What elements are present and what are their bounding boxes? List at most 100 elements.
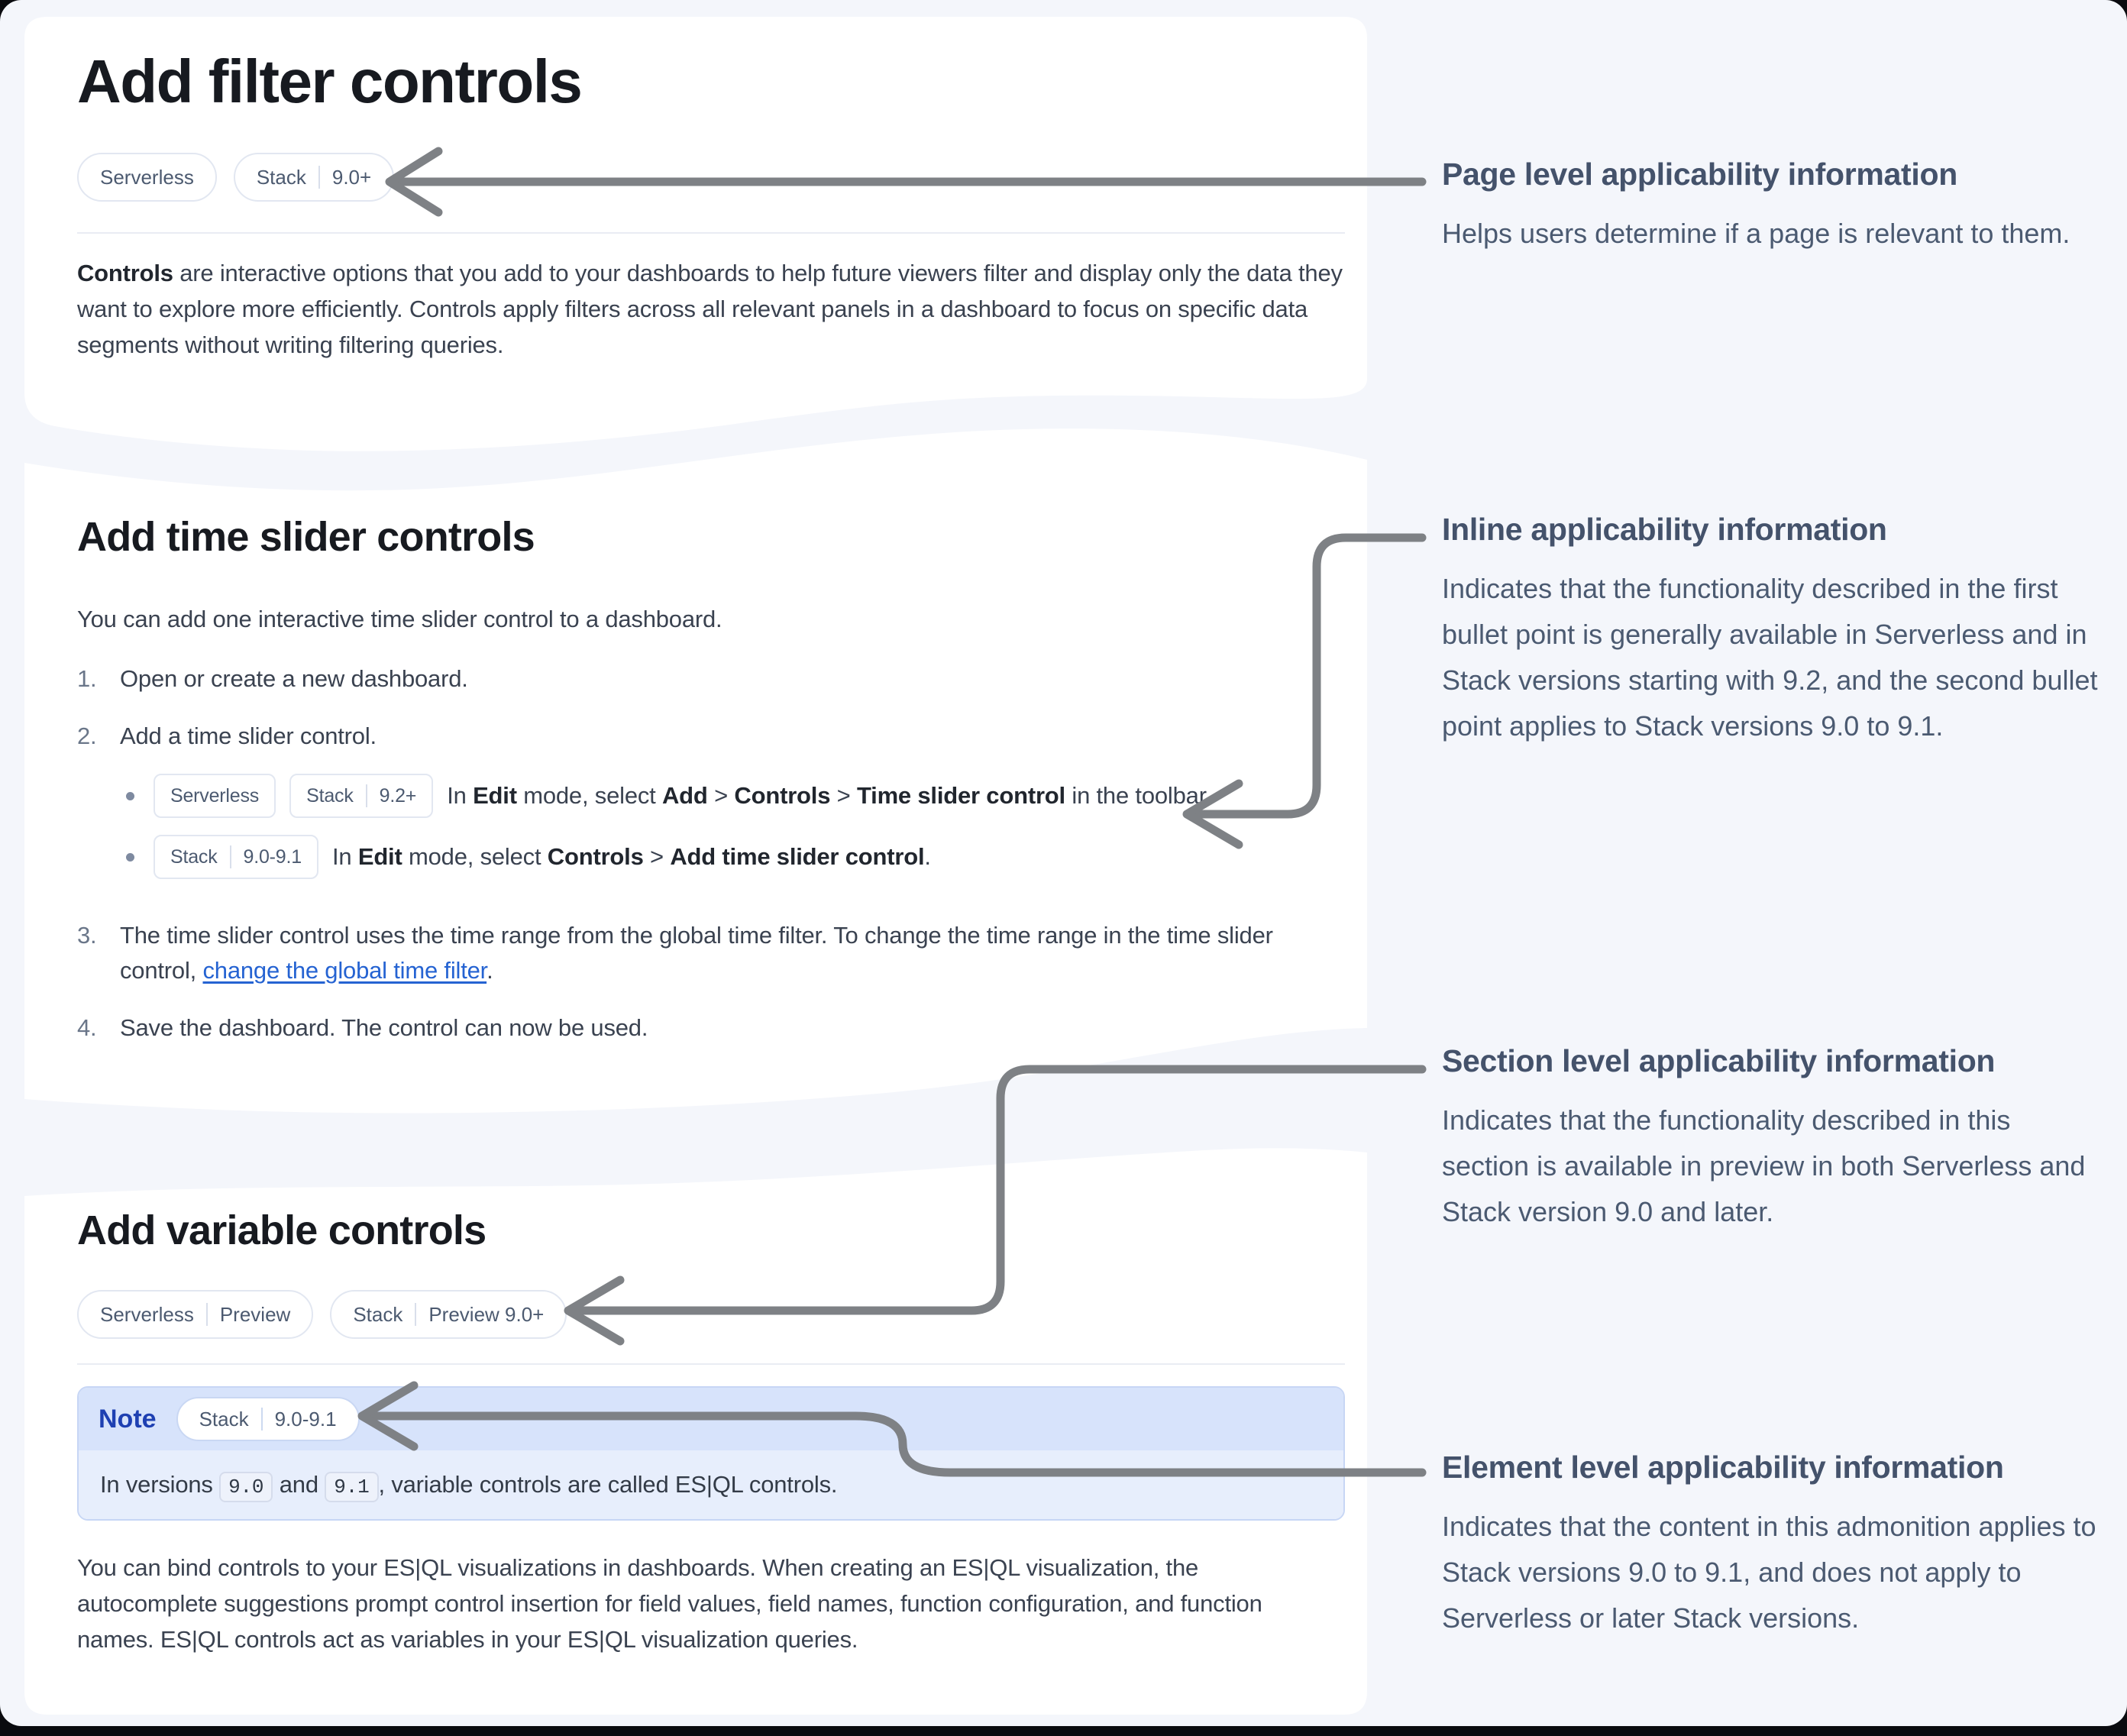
text-run: mode, select xyxy=(402,843,548,871)
step-number: 2. xyxy=(77,723,97,750)
text-run: > xyxy=(830,782,857,810)
text-run: The time slider control uses the time ra… xyxy=(120,922,1273,984)
badge-text: Serverless xyxy=(170,785,260,807)
text-run: and xyxy=(273,1471,325,1498)
bullet-dot xyxy=(126,791,134,800)
badge-text: 9.2+ xyxy=(379,785,417,807)
inline-code: 9.1 xyxy=(325,1472,379,1503)
bold-text: Add xyxy=(662,782,708,810)
section-time-slider: Add time slider controls You can add one… xyxy=(77,514,1345,1068)
step-item: 1. Open or create a new dashboard. xyxy=(77,661,1345,697)
bold-text: Controls xyxy=(734,782,831,810)
badge-text: Preview xyxy=(219,1302,291,1326)
section-title-variable: Add variable controls xyxy=(77,1207,486,1253)
bold-text: Edit xyxy=(473,782,517,810)
text-run: In xyxy=(331,843,358,871)
text-run: > xyxy=(707,782,735,810)
text-run: > xyxy=(643,843,671,871)
annotation-title: Section level applicability information xyxy=(1442,1043,1996,1078)
bold-text: Controls xyxy=(77,260,173,287)
step-item: 4. Save the dashboard. The control can no… xyxy=(77,1010,1345,1046)
annotation-body: Helps users determine if a page is relev… xyxy=(1442,218,2070,249)
note-body: In versions 9.0 and 9.1, variable contro… xyxy=(79,1450,1343,1520)
annotation-title: Inline applicability information xyxy=(1442,512,1887,547)
text-run: In xyxy=(447,782,474,810)
title-divider xyxy=(77,232,1345,234)
bullet-dot xyxy=(126,852,134,862)
annotation-body: Indicates that the functionality describ… xyxy=(1442,573,2098,742)
title-divider xyxy=(77,1363,1345,1366)
step-line: Save the dashboard. The control can now … xyxy=(120,1010,1345,1046)
applicability-badge: Stack 9.0-9.1 xyxy=(154,835,318,880)
annotation-title: Page level applicability information xyxy=(1442,157,1957,192)
badge-divider xyxy=(318,166,320,189)
badge-divider xyxy=(205,1303,208,1327)
text-run: Open or create a new dashboard. xyxy=(120,665,468,693)
text-run: In versions xyxy=(100,1471,220,1498)
step-number: 1. xyxy=(77,665,97,693)
bold-text: Controls xyxy=(547,843,644,871)
applicability-badge: Serverless xyxy=(154,774,276,819)
bullet-text: In Edit mode, select Controls > Add time… xyxy=(332,839,931,874)
text-run: in the toolbar. xyxy=(1065,782,1212,810)
badge-text: Preview 9.0+ xyxy=(428,1302,545,1326)
bold-text: Edit xyxy=(357,843,402,871)
step-number: 4. xyxy=(77,1014,97,1042)
text-run: , variable controls are called ES|QL con… xyxy=(378,1471,838,1498)
badge-text: Stack xyxy=(256,165,306,189)
badge-divider xyxy=(260,1408,263,1431)
esql-paragraph: You can bind controls to your ES|QL visu… xyxy=(77,1550,1345,1657)
badge-text: 9.0-9.1 xyxy=(274,1407,337,1431)
text-run: are interactive options that you add to … xyxy=(77,260,1343,359)
card-time-slider xyxy=(24,428,1367,1114)
time-slider-intro: You can add one interactive time slider … xyxy=(77,606,722,633)
bold-text: Add time slider control xyxy=(670,843,925,871)
badge-text: 9.0-9.1 xyxy=(243,846,302,868)
text-run: Save the dashboard. The control can now … xyxy=(120,1014,648,1042)
step-number: 3. xyxy=(77,922,97,949)
text-run: You can bind controls to your ES|QL visu… xyxy=(77,1554,1262,1654)
step-line: Open or create a new dashboard. xyxy=(120,661,1345,697)
annotation-section-level: Section level applicability information … xyxy=(1442,1043,2100,1235)
bullet-item: Stack 9.0-9.1 In Edit mode, select Control… xyxy=(120,835,1345,880)
text-run: mode, select xyxy=(516,782,662,810)
annotation-title: Element level applicability information xyxy=(1442,1450,2004,1485)
badge-divider xyxy=(229,845,231,869)
badge-divider xyxy=(365,784,367,808)
applicability-badge: Stack 9.2+ xyxy=(289,774,434,819)
step-item: 3. The time slider control uses the time … xyxy=(77,918,1345,988)
inline-link[interactable]: change the global time filter xyxy=(202,957,487,984)
step-line: The time slider control uses the time ra… xyxy=(120,918,1345,988)
applicability-badge: Serverless Preview xyxy=(77,1290,314,1340)
annotation-element-level: Element level applicability information … xyxy=(1442,1450,2100,1641)
badge-text: Serverless xyxy=(100,1302,194,1326)
step-line: Add a time slider control. xyxy=(120,719,1345,754)
bold-text: Time slider control xyxy=(856,782,1065,810)
step-text: Save the dashboard. The control can now … xyxy=(120,1010,1345,1046)
badge-text: Stack xyxy=(170,846,218,868)
text-run: . xyxy=(486,957,493,984)
applicability-badge: Serverless xyxy=(77,153,217,202)
step-text: The time slider control uses the time ra… xyxy=(120,918,1345,988)
time-slider-steps: 1. Open or create a new dashboard. 2. Add a… xyxy=(77,661,1345,1046)
page-title: Add filter controls xyxy=(77,47,583,115)
section-title-time-slider: Add time slider controls xyxy=(77,514,535,560)
badge-divider xyxy=(415,1303,417,1327)
step-text: Open or create a new dashboard. xyxy=(120,661,1345,697)
badge-text: Stack xyxy=(306,785,354,807)
